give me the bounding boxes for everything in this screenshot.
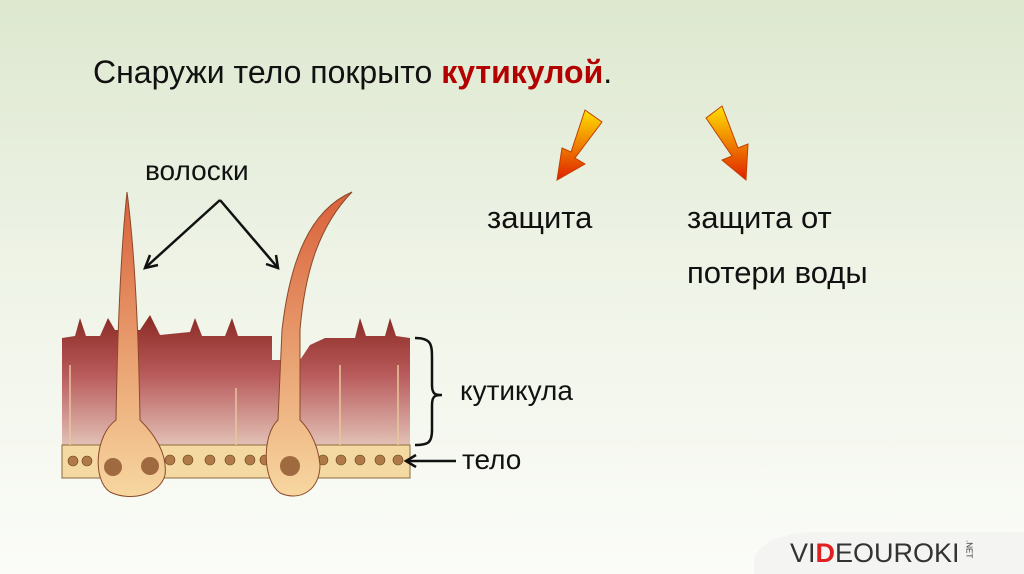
title-prefix: Снаружи тело покрыто	[93, 54, 442, 90]
logo-text-b: EOUROKI	[835, 537, 960, 568]
cuticle-highlight: кутикулой	[441, 54, 604, 90]
logo-suffix: .NET	[964, 540, 974, 559]
body-pointer-icon	[403, 453, 456, 469]
logo-text-d: D	[815, 537, 836, 568]
function-water-protection-line-1: защита от	[687, 200, 832, 235]
cuticle-label: кутикула	[460, 375, 573, 406]
slide-title: Снаружи тело покрыто кутикулой.	[93, 54, 612, 91]
title-suffix: .	[603, 54, 613, 90]
body-label: тело	[462, 444, 522, 475]
hair-right	[265, 191, 353, 497]
logo-text-a: VI	[790, 537, 816, 568]
hair-left	[97, 191, 166, 497]
arrow-to-water-protection-icon	[705, 105, 749, 182]
hairs-label: волоски	[145, 155, 249, 186]
cuticle-brace-icon	[414, 336, 443, 447]
function-water-protection-line-2: потери воды	[687, 255, 868, 290]
hairs-pointer-icon	[142, 199, 280, 270]
function-protection: защита	[487, 200, 593, 235]
arrow-to-protection-icon	[556, 109, 603, 181]
